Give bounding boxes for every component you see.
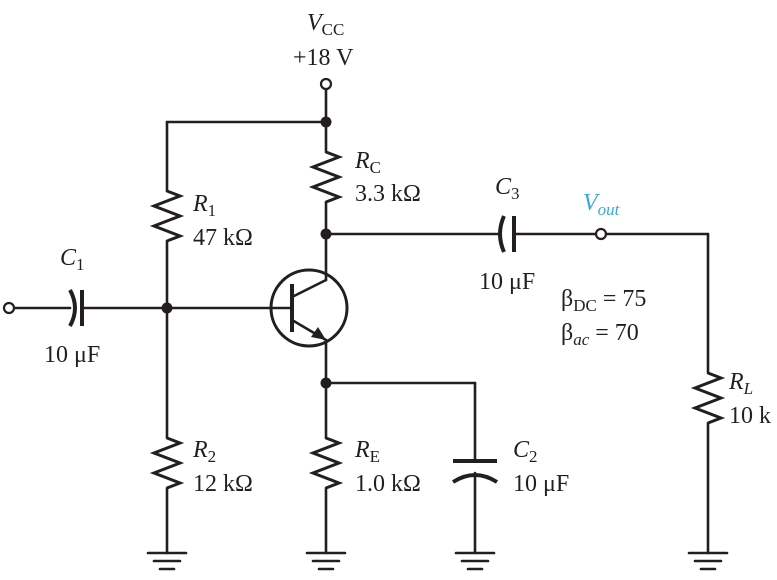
supply-terminal	[319, 77, 333, 124]
r2-label: R2	[192, 437, 216, 466]
c3-value: 10 μF	[479, 269, 535, 295]
vcc-label: VCC	[307, 10, 344, 39]
re-value: 1.0 kΩ	[355, 471, 421, 497]
c2-capacitor	[451, 381, 499, 555]
c2-label: C2	[513, 437, 538, 466]
beta-dc-label: βDC = 75	[561, 286, 646, 315]
c1-value: 10 μF	[44, 342, 100, 368]
r1-resistor	[149, 120, 185, 310]
r2-value: 12 kΩ	[193, 471, 253, 497]
ground-icon	[146, 551, 188, 571]
re-label: RE	[354, 437, 380, 466]
vout-label: Vout	[583, 190, 621, 219]
rc-resistor	[308, 120, 344, 236]
r2-resistor	[149, 306, 185, 555]
ground-icon	[305, 551, 347, 571]
c1-capacitor	[12, 289, 169, 327]
c3-capacitor	[324, 215, 598, 253]
rc-value: 3.3 kΩ	[355, 181, 421, 207]
rl-label: RL	[728, 369, 753, 398]
rc-label: RC	[354, 148, 381, 177]
c2-value: 10 μF	[513, 471, 569, 497]
input-terminal-icon	[2, 301, 16, 315]
output-terminal-icon	[594, 227, 608, 241]
ground-icon	[687, 551, 729, 571]
r1-value: 47 kΩ	[193, 225, 253, 251]
vcc-value: +18 V	[293, 45, 354, 71]
rl-value: 10 k	[729, 403, 771, 429]
beta-ac-label: βac = 70	[561, 320, 639, 349]
r1-label: R1	[192, 191, 216, 220]
rl-resistor	[690, 232, 726, 555]
c1-label: C1	[60, 245, 85, 274]
ground-icon	[454, 551, 496, 571]
re-resistor	[308, 381, 344, 555]
c3-label: C3	[495, 174, 520, 203]
